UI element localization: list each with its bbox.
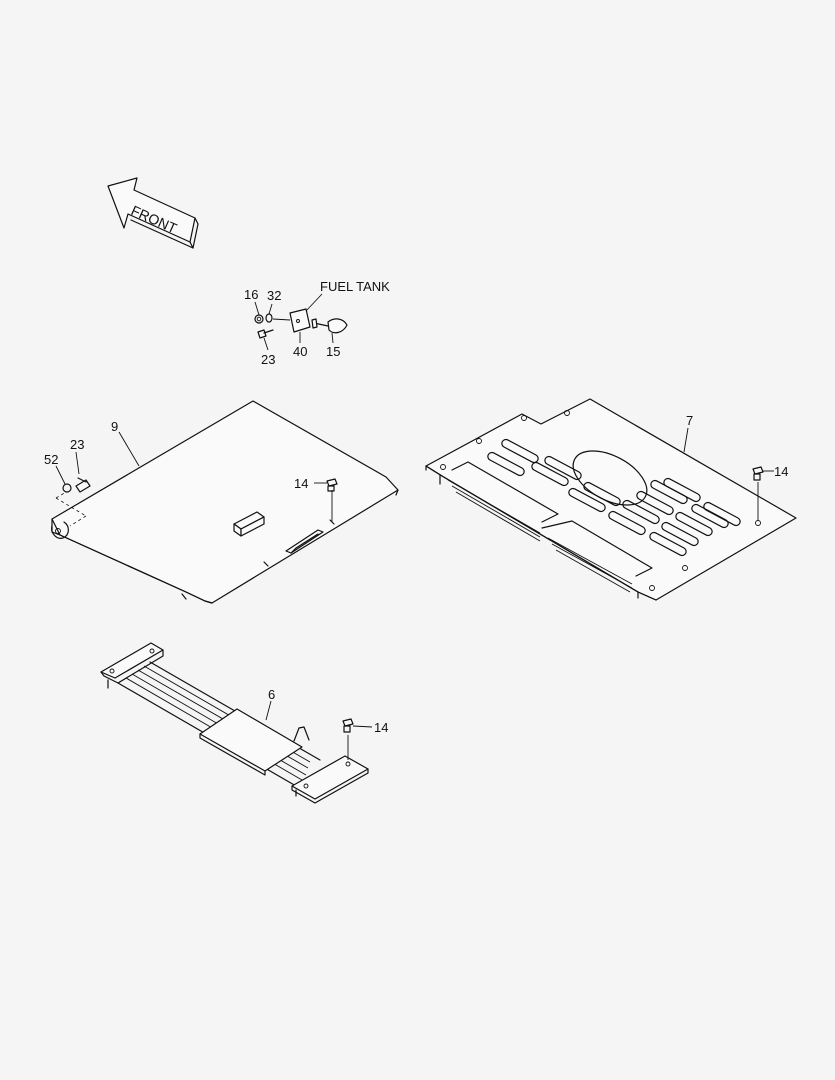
floor-plate-9: 9 23 52 14 [44, 400, 399, 604]
perforated-plate-7: 7 14 [425, 398, 797, 601]
washer-32 [265, 313, 273, 323]
callout-16: 16 [244, 287, 258, 302]
callout-52: 52 [44, 452, 58, 467]
washer-16 [254, 314, 264, 324]
bolt-23-top [257, 329, 274, 339]
bracket-40 [289, 308, 311, 333]
callout-14-mid: 14 [294, 476, 308, 491]
plate-7-channel-right [541, 520, 653, 593]
plate-7-channel-left [447, 461, 559, 542]
bolt-14-mid [326, 478, 338, 492]
front-direction-arrow: FRONT [107, 177, 199, 249]
callout-7: 7 [686, 413, 693, 428]
cap-15 [311, 318, 348, 334]
rail-assembly-6: 6 14 [100, 642, 388, 804]
bolt-14-right [752, 466, 764, 481]
plate-7-slots [487, 438, 741, 557]
callout-14-right: 14 [774, 464, 788, 479]
plate-9-handle [285, 529, 324, 554]
callout-40: 40 [293, 344, 307, 359]
callout-15: 15 [326, 344, 340, 359]
callout-14-bottom: 14 [374, 720, 388, 735]
bolt-14-bottom [342, 718, 354, 733]
plate-9-block [233, 511, 265, 537]
fuel-tank-label: FUEL TANK [320, 279, 390, 294]
callout-9: 9 [111, 419, 118, 434]
nut-52 [62, 483, 72, 493]
callout-23-left: 23 [70, 437, 84, 452]
fuel-tank-cap-group: FUEL TANK 16 32 23 40 15 [244, 279, 390, 367]
bolt-23-left [75, 477, 91, 493]
callout-6: 6 [268, 687, 275, 702]
callout-32: 32 [267, 288, 281, 303]
callout-23-top: 23 [261, 352, 275, 367]
